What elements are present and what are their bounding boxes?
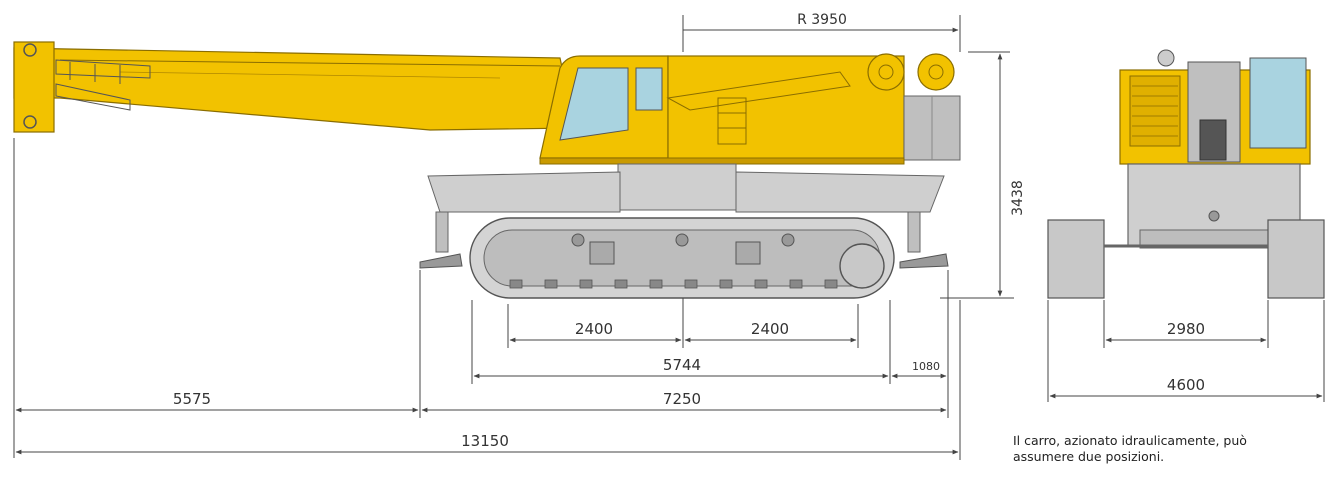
dim-4600-label: 4600 [1167, 376, 1205, 394]
dim-2400-right-label: 2400 [751, 320, 789, 338]
caption: Il carro, azionato idraulicamente, può a… [1013, 433, 1325, 465]
dim-r3950-label: R 3950 [797, 12, 847, 28]
upperstructure [539, 53, 961, 165]
caption-line-1: Il carro, azionato idraulicamente, può [1013, 433, 1247, 448]
cab [539, 55, 669, 159]
dim-5744-label: 5744 [663, 356, 701, 374]
dim-13150-label: 13150 [461, 432, 509, 450]
dim-2400-left-label: 2400 [575, 320, 613, 338]
crane-side-view [13, 41, 961, 299]
boom [13, 41, 576, 133]
caption-line-2: assumere due posizioni. [1013, 449, 1165, 464]
dim-1080-label: 1080 [912, 360, 940, 373]
dimension-lines [13, 15, 1325, 460]
crane-front-view [1047, 49, 1325, 299]
dim-5575-label: 5575 [173, 390, 211, 408]
dim-2980-label: 2980 [1167, 320, 1205, 338]
dim-7250-label: 7250 [663, 390, 701, 408]
undercarriage [419, 163, 949, 299]
dim-3438-label: 3438 [1010, 180, 1026, 216]
